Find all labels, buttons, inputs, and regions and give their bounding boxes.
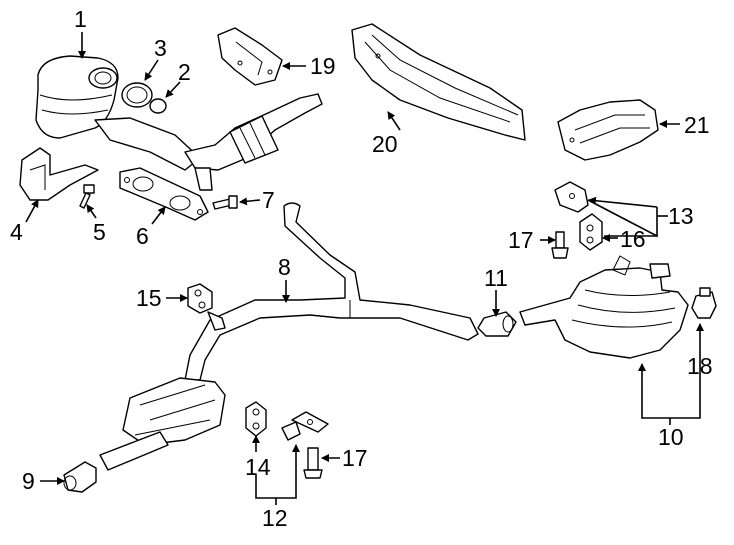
rear-muffler[interactable] — [519, 255, 689, 359]
callout-20: 20 — [372, 131, 398, 157]
callout-14: 14 — [245, 454, 271, 480]
heat-shield-21[interactable] — [557, 99, 659, 161]
callout-7: 7 — [262, 187, 275, 213]
callout-15: 15 — [136, 285, 162, 311]
callout-3: 3 — [154, 35, 167, 61]
bolt-5[interactable] — [79, 184, 95, 209]
front-muffler[interactable] — [99, 377, 226, 471]
heat-shield-20[interactable] — [351, 23, 526, 141]
callout-10: 10 — [658, 424, 684, 450]
callout-5: 5 — [93, 219, 106, 245]
bolt-17-upper[interactable] — [551, 231, 569, 259]
gasket-ring[interactable] — [149, 98, 167, 114]
pipe-clamp-9[interactable] — [63, 461, 97, 493]
mounting-bracket[interactable] — [19, 147, 99, 201]
callout-13: 13 — [668, 203, 694, 229]
callout-16: 16 — [620, 226, 646, 252]
callout-9: 9 — [22, 468, 35, 494]
sensor-18[interactable] — [691, 287, 717, 319]
pipe-connector-11[interactable] — [477, 311, 517, 337]
callout-11: 11 — [484, 265, 508, 291]
heat-shield-19[interactable] — [217, 27, 283, 86]
callout-17-upper: 17 — [508, 227, 534, 253]
hanger-bracket-13[interactable] — [554, 181, 589, 213]
bolt-17-lower[interactable] — [303, 447, 323, 479]
callout-18: 18 — [687, 353, 713, 379]
exhaust-hanger-15[interactable] — [187, 283, 213, 314]
pipe-clamp[interactable] — [121, 82, 153, 108]
callout-1: 1 — [74, 6, 87, 32]
callout-labels: 1 2 3 4 5 6 7 8 9 10 11 12 13 14 15 16 1… — [10, 6, 713, 531]
callout-17-lower: 17 — [342, 445, 368, 471]
leader-lines — [25, 32, 704, 505]
callout-19: 19 — [310, 53, 336, 79]
callout-12: 12 — [262, 505, 288, 531]
hanger-bracket-12[interactable] — [281, 411, 329, 441]
callout-2: 2 — [178, 59, 191, 85]
callout-8: 8 — [278, 254, 291, 280]
callout-4: 4 — [10, 219, 23, 245]
flange-gasket[interactable] — [119, 167, 209, 221]
catalytic-converter[interactable] — [35, 55, 201, 171]
front-pipe-resonator[interactable] — [184, 93, 323, 191]
exhaust-hanger-16[interactable] — [579, 213, 603, 251]
exhaust-hanger-14[interactable] — [245, 401, 267, 437]
intermediate-y-pipe[interactable] — [184, 202, 479, 381]
callout-6: 6 — [136, 223, 149, 249]
bolt-7[interactable] — [212, 195, 238, 210]
callout-21: 21 — [684, 112, 710, 138]
